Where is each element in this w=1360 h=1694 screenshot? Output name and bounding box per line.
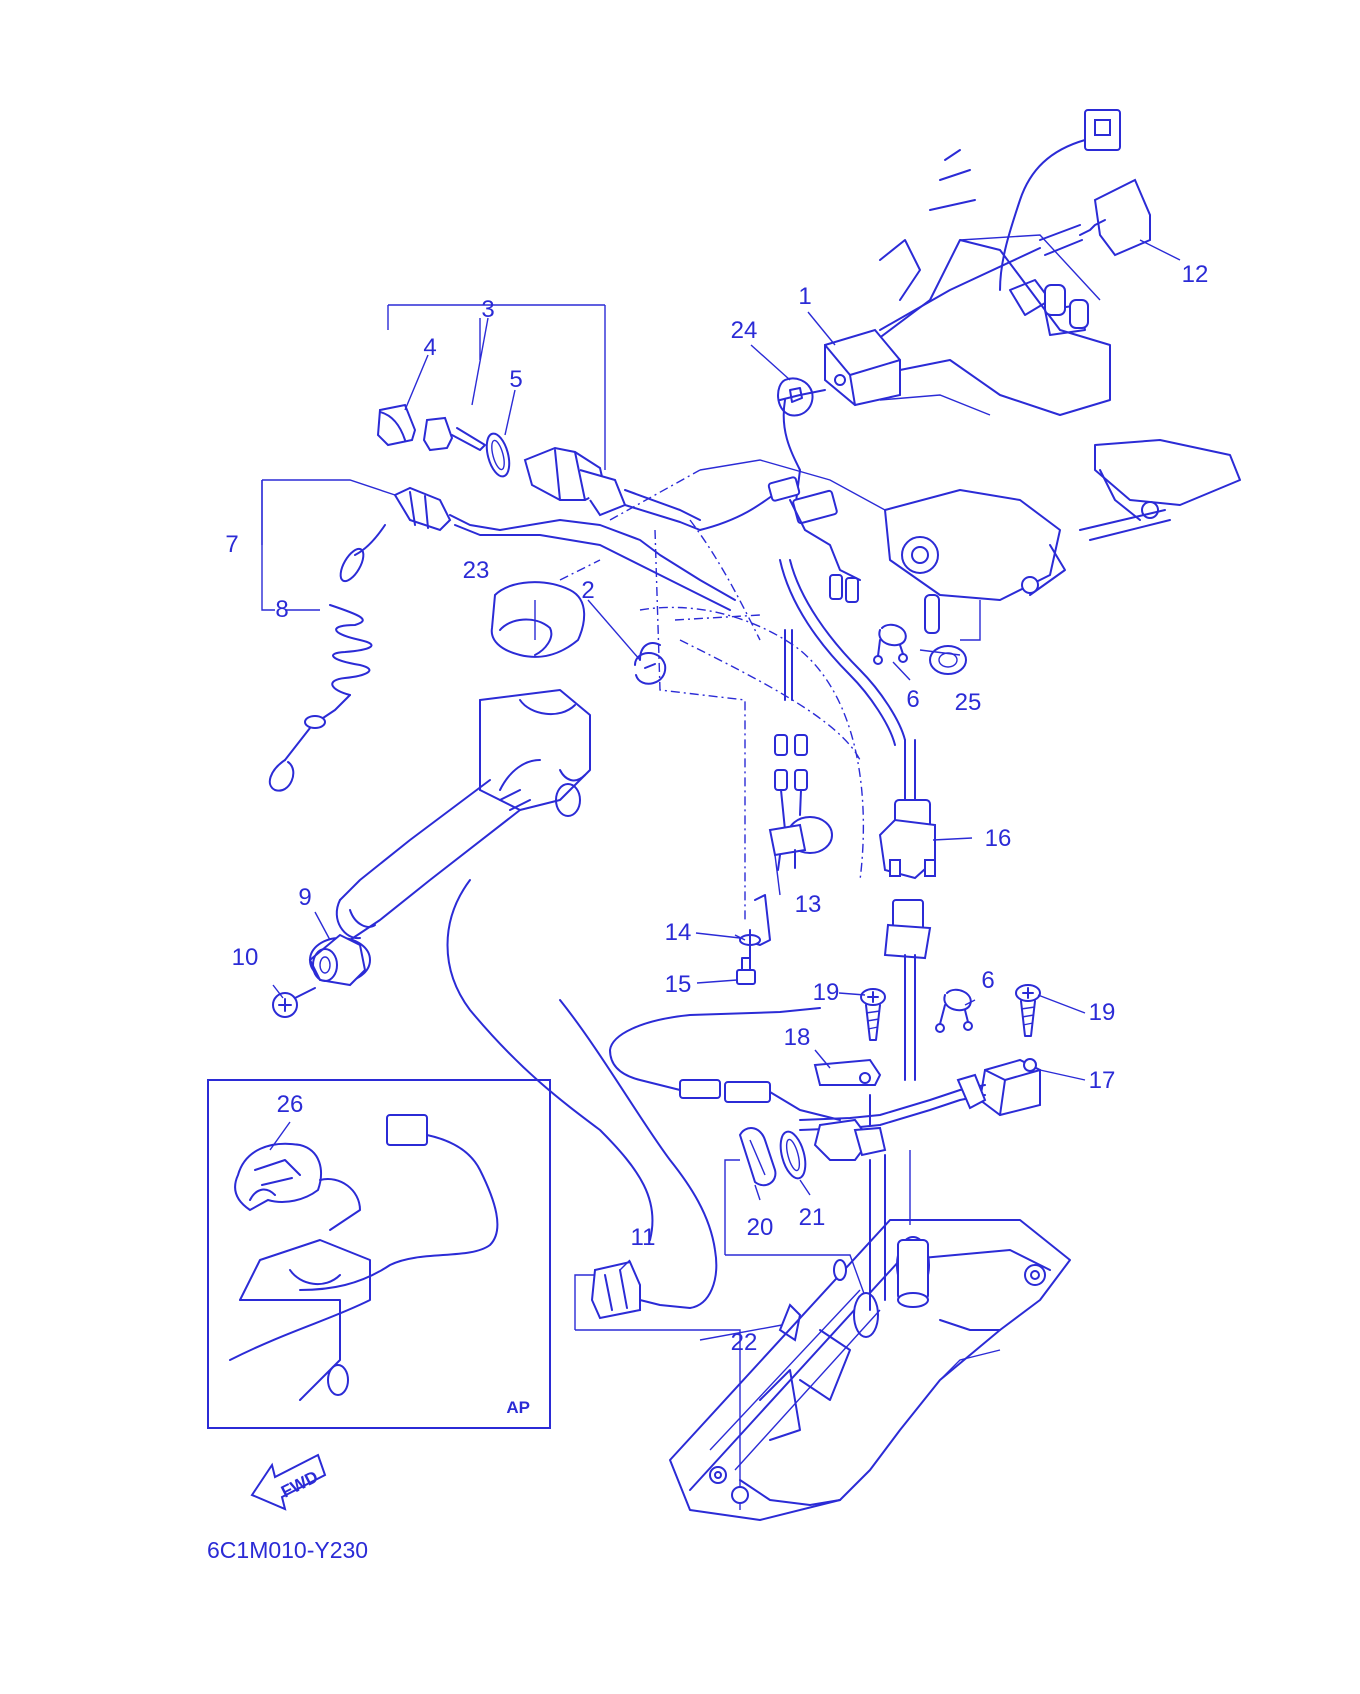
callout-10: 10 [232, 944, 259, 971]
part-21-grommet [779, 1130, 807, 1180]
callout-22: 22 [731, 1329, 758, 1356]
diagram-code: 6C1M010-Y230 [207, 1537, 368, 1563]
callout-15: 15 [665, 971, 692, 998]
part-22-gasket [778, 1303, 802, 1342]
callout-13: 13 [795, 891, 822, 918]
callout-24: 24 [731, 317, 758, 344]
stop-switch-lanyard [261, 479, 736, 792]
callout-18: 18 [784, 1024, 811, 1051]
part-24-clamp [777, 377, 814, 511]
callout-25: 25 [955, 689, 982, 716]
callout-6-upper: 6 [906, 686, 919, 713]
part-12-connector [879, 109, 1151, 331]
harness-connectors [609, 1007, 887, 1161]
inset-label: AP [506, 1398, 530, 1417]
part-16-connector [878, 739, 936, 880]
part-18-bracket [813, 1058, 882, 1086]
part-6-clip-lower [935, 988, 973, 1033]
tiller-handle [335, 689, 591, 941]
part-6-clip-upper [873, 623, 908, 665]
callout-3: 3 [481, 296, 494, 323]
callout-19-left: 19 [813, 979, 840, 1006]
part-13-buzzer [768, 816, 833, 871]
callout-4: 4 [423, 334, 436, 361]
part-2-clip [634, 642, 667, 685]
callout-16: 16 [985, 825, 1012, 852]
callout-12: 12 [1182, 261, 1209, 288]
leader-lines [261, 239, 1181, 1341]
fwd-arrow: FWD [250, 1453, 327, 1511]
part-17-relay [799, 1058, 1041, 1131]
inset-box-ap: AP [207, 1079, 551, 1429]
callout-19-right: 19 [1089, 999, 1116, 1026]
callout-7: 7 [225, 531, 238, 558]
part-20-grommet [738, 1127, 777, 1187]
callout-8: 8 [275, 596, 288, 623]
callout-11: 11 [631, 1224, 656, 1251]
part-10-screw [272, 987, 316, 1018]
tiller-bracket [609, 439, 1241, 634]
callout-14: 14 [665, 919, 692, 946]
callout-5: 5 [509, 366, 522, 393]
part-15-bolt [736, 957, 756, 985]
callout-2: 2 [581, 577, 594, 604]
callout-23: 23 [463, 557, 490, 584]
callout-26: 26 [277, 1091, 304, 1118]
callout-1: 1 [798, 283, 811, 310]
wire-harness [689, 476, 906, 831]
part-14-bracket [734, 894, 771, 946]
main-switch-group [376, 304, 701, 531]
callout-17: 17 [1089, 1067, 1116, 1094]
upper-bracket-assembly [869, 149, 1111, 416]
part-1-relay [779, 328, 901, 407]
callout-9: 9 [298, 884, 311, 911]
part-19-screw-right [1015, 984, 1041, 1037]
part-11-connector [559, 999, 741, 1510]
part-23-cover [490, 581, 586, 658]
part-19-screw-left [860, 988, 886, 1041]
bottom-bracket-plate [669, 1150, 1071, 1521]
part-9-grip-cap [308, 933, 371, 987]
callout-21: 21 [799, 1204, 826, 1231]
callout-6-lower: 6 [981, 967, 994, 994]
connector-lower [883, 899, 932, 1081]
part-26-cover [234, 1142, 322, 1212]
callout-20: 20 [747, 1214, 774, 1241]
